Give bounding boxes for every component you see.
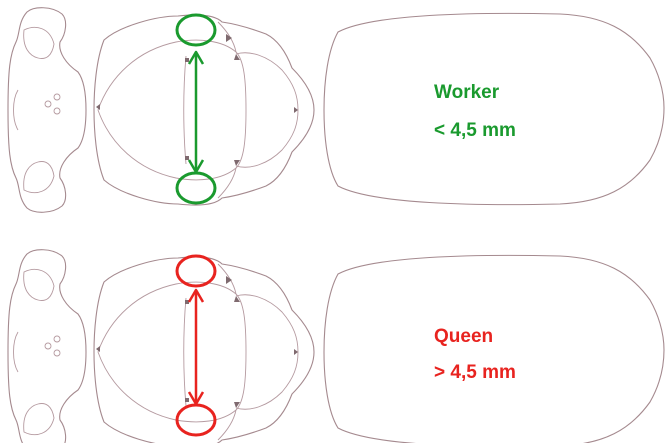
queen-size-label: > 4,5 mm [434, 362, 516, 383]
queen-panel: Queen > 4,5 mm [7, 249, 665, 443]
worker-size-label: < 4,5 mm [434, 120, 516, 141]
worker-panel: Worker < 4,5 mm [7, 7, 665, 213]
worker-ant-outline [7, 7, 665, 213]
queen-bottom-ellipse [175, 403, 217, 437]
queen-ant-outline [7, 249, 665, 443]
queen-caste-label: Queen [434, 326, 493, 347]
worker-bottom-ellipse [175, 171, 217, 205]
worker-caste-label: Worker [434, 82, 500, 103]
queen-top-ellipse [175, 254, 217, 288]
worker-arrow-down [187, 159, 205, 174]
queen-arrow-down [187, 391, 205, 406]
worker-top-ellipse [175, 13, 217, 47]
queen-measurement [175, 254, 217, 437]
queen-arrow-up [187, 288, 205, 303]
worker-measurement [175, 13, 217, 205]
worker-arrow-up [187, 50, 205, 65]
